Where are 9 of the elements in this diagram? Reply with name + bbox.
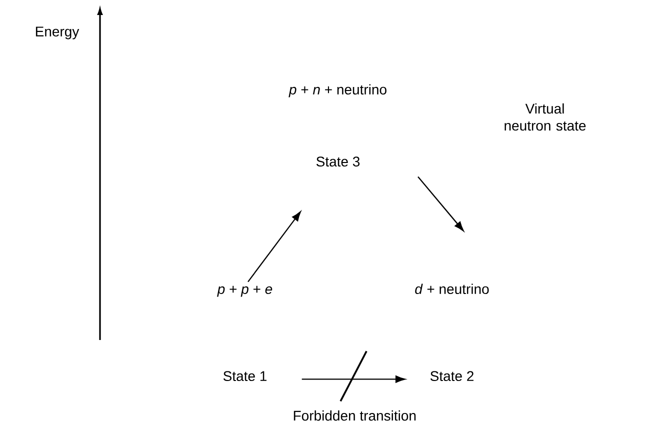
arrow bbox=[302, 376, 406, 383]
edge-label: Forbidden transition bbox=[294, 410, 416, 421]
arrow bbox=[248, 211, 301, 282]
state-level: d + neutrino State 2 bbox=[415, 284, 489, 382]
axis-label: Energy bbox=[36, 26, 80, 40]
state-note: Virtual neutron state bbox=[504, 103, 586, 131]
state-level: p + n + neutrino State 3 bbox=[288, 84, 386, 167]
arrow bbox=[418, 176, 464, 232]
state-level: p + p + e State 1 bbox=[217, 286, 272, 382]
